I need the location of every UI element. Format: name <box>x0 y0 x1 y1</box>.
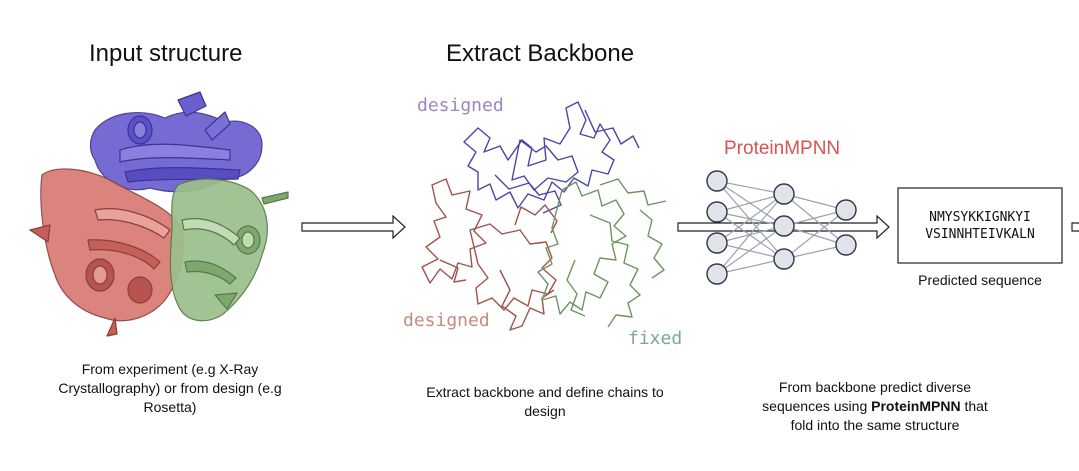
nn-node <box>706 201 728 223</box>
extract-backbone-caption: Extract backbone and define chains to de… <box>426 384 664 419</box>
model-caption-bold: ProteinMPNN <box>871 398 961 414</box>
predicted-sequence-text: NMYSYKKIGNKYI VSINNHTEIVKALN <box>898 209 1062 243</box>
label-designed-left: designed <box>403 310 490 331</box>
sequence-box <box>897 187 1063 264</box>
model-name-label: ProteinMPNN <box>724 138 841 159</box>
model-caption: From backbone predict diverse sequences … <box>750 378 1000 435</box>
label-designed-top: designed <box>417 95 504 116</box>
arrow-input-to-backbone <box>301 214 406 240</box>
protein-ribbon-illustration <box>29 91 289 337</box>
nn-node <box>773 248 795 270</box>
nn-node <box>773 215 795 237</box>
backbone-chain-left <box>421 178 558 331</box>
backbone-illustration <box>421 101 667 331</box>
nn-node <box>835 199 857 221</box>
backbone-chain-right <box>537 178 667 328</box>
nn-node <box>773 183 795 205</box>
extract-backbone-title: Extract Backbone <box>446 40 635 67</box>
model-caption-post: that fold into the same structure <box>790 398 988 433</box>
protein-chain-top <box>89 91 263 193</box>
sequence-line-1: NMYSYKKIGNKYI <box>929 210 1031 225</box>
protein-chain-right <box>169 178 289 322</box>
nn-node <box>706 232 728 254</box>
nn-node <box>835 234 857 256</box>
input-structure-title: Input structure <box>89 40 243 67</box>
sequence-line-2: VSINNHTEIVKALN <box>925 227 1035 242</box>
neural-network-diagram <box>706 170 857 285</box>
protein-chain-left <box>29 168 184 337</box>
model-caption-pre: From backbone predict diverse sequences … <box>762 379 972 414</box>
nn-node <box>706 263 728 285</box>
arrow-out-partial <box>1071 222 1079 232</box>
nn-node <box>706 170 728 192</box>
backbone-chain-top <box>463 101 640 214</box>
label-fixed-right: fixed <box>628 328 683 349</box>
input-structure-caption: From experiment (e.g X-Ray Crystallograp… <box>58 361 282 415</box>
predicted-sequence-caption: Predicted sequence <box>918 272 1042 288</box>
